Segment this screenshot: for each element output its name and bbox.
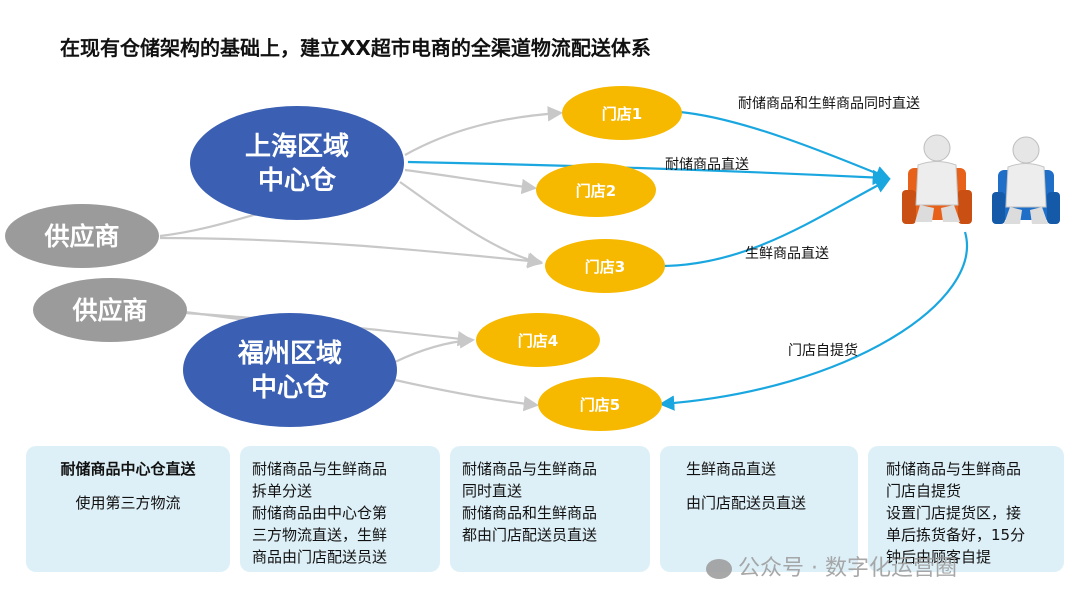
store3-to-customer-arrow (659, 178, 891, 268)
delivery-arrows (407, 110, 968, 411)
box-spacer (686, 480, 846, 492)
supply-arrows (159, 106, 564, 412)
supplier-label: 供应商 (43, 222, 119, 251)
box-line: 钟后由顾客自提 (886, 548, 992, 566)
scenario-box-5: 耐储商品与生鲜商品 门店自提货 设置门店提货区，接 单后拣货备好，15分 钟后由… (868, 446, 1064, 572)
box-line: 由门店配送员直送 (686, 494, 807, 512)
box-line: 使用第三方物流 (75, 494, 181, 512)
box-line: 单后拣货备好，15分 (886, 526, 1026, 544)
shanghai-to-customer-arrow (407, 160, 889, 186)
box-line: 耐储商品与生鲜商品 (252, 460, 388, 478)
store-node-3: 门店3 (545, 239, 665, 293)
shanghai-hub-node: 上海区域 中心仓 (190, 106, 404, 220)
box-line: 耐储商品与生鲜商品 (462, 460, 598, 478)
store-node-4: 门店4 (476, 313, 600, 367)
box-line: 同时直送 (462, 482, 523, 500)
fuzhou-to-store4-arrow (394, 333, 476, 363)
box-line: 耐储商品由中心仓第 (252, 504, 388, 522)
edge-label-both-direct: 耐储商品和生鲜商品同时直送 (738, 95, 920, 112)
store-node-2: 门店2 (536, 163, 656, 217)
page-title: 在现有仓储架构的基础上，建立XX超市电商的全渠道物流配送体系 (60, 36, 651, 60)
scenario-box-3: 耐储商品与生鲜商品 同时直送 耐储商品和生鲜商品 都由门店配送员直送 (450, 446, 650, 572)
hub-label-line2: 中心仓 (251, 372, 330, 403)
box-spacer (38, 480, 218, 492)
supplier-node: 供应商 (5, 204, 159, 268)
store-node-1: 门店1 (562, 86, 682, 140)
edge-label-store-pickup: 门店自提货 (788, 342, 858, 359)
store-node-5: 门店5 (538, 377, 662, 431)
shanghai-to-store1-arrow (404, 106, 564, 156)
box-line: 耐储商品和生鲜商品 (462, 504, 598, 522)
customers-icon (902, 134, 1060, 224)
box-line: 拆单分送 (252, 482, 313, 500)
box-line: 设置门店提货区，接 (886, 504, 1022, 522)
edge-label-fresh-direct: 生鲜商品直送 (745, 245, 829, 262)
edge-label-durable-direct: 耐储商品直送 (665, 156, 749, 173)
store-label: 门店4 (518, 332, 558, 350)
wechat-icon (706, 559, 732, 579)
box-line: 生鲜商品直送 (686, 460, 777, 478)
supplier1-to-store3-arrow (159, 236, 544, 269)
supplier-label: 供应商 (71, 296, 147, 325)
scenario-box-1: 耐储商品中心仓直送 使用第三方物流 (26, 446, 230, 572)
box-line: 耐储商品中心仓直送 (60, 460, 196, 478)
supplier-node: 供应商 (33, 278, 187, 342)
box-line: 门店自提货 (886, 482, 962, 500)
scenario-box-4: 生鲜商品直送 由门店配送员直送 (660, 446, 858, 572)
watermark: 公众号 · 数字化运营圈 (706, 550, 957, 582)
fuzhou-hub-node: 福州区域 中心仓 (183, 313, 397, 427)
hub-label-line2: 中心仓 (258, 165, 337, 196)
store-label: 门店1 (602, 105, 642, 123)
store-label: 门店2 (576, 182, 616, 200)
shanghai-to-store2-arrow (404, 168, 538, 195)
fuzhou-to-store5-arrow (394, 378, 540, 412)
store-label: 门店5 (580, 396, 620, 414)
watermark-text: 公众号 · 数字化运营圈 (738, 556, 957, 581)
box-line: 耐储商品与生鲜商品 (886, 460, 1022, 478)
store1-to-customer-arrow (679, 110, 891, 181)
customer-to-store5-arrow (658, 231, 968, 411)
box-line: 商品由门店配送员送 (252, 548, 388, 566)
hub-label-line1: 福州区域 (237, 339, 342, 369)
hub-label-line1: 上海区域 (245, 132, 349, 162)
scenario-box-2: 耐储商品与生鲜商品 拆单分送 耐储商品由中心仓第 三方物流直送，生鲜 商品由门店… (240, 446, 440, 572)
store-label: 门店3 (585, 258, 625, 276)
shanghai-to-store3-arrow (399, 181, 543, 268)
box-line: 三方物流直送，生鲜 (252, 526, 388, 544)
box-line: 都由门店配送员直送 (462, 526, 598, 544)
